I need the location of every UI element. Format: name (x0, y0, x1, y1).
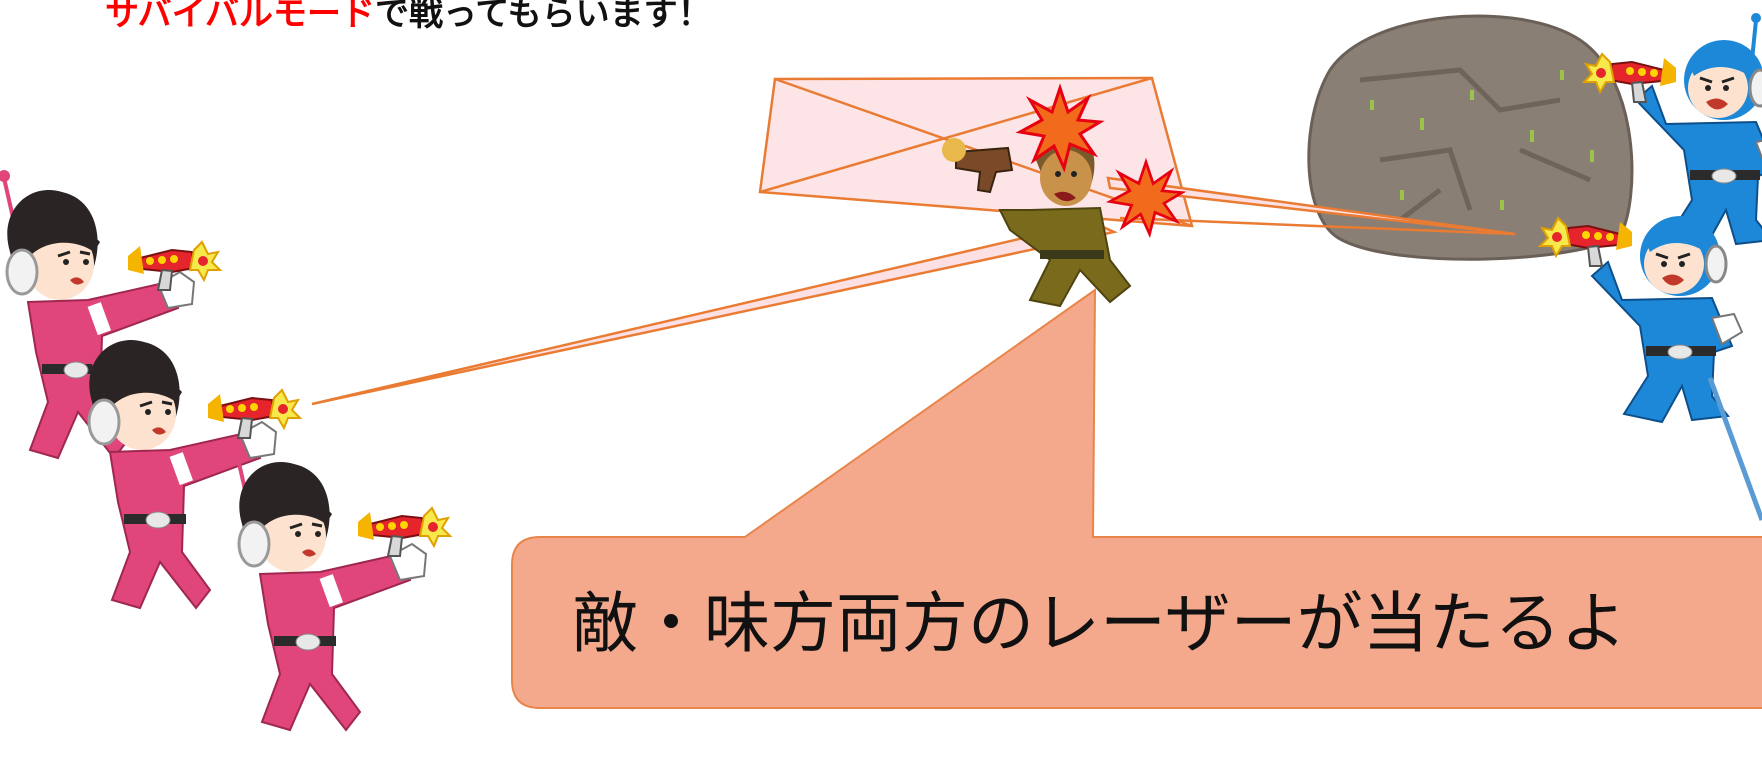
laser-beam-enemy (1106, 176, 1516, 236)
pink-space-girl-icon (228, 440, 428, 732)
callout-text: 敵・味方両方のレーザーが当たるよ (572, 585, 1627, 662)
blue-space-boy-icon (1634, 11, 1762, 248)
headline-highlight: サバイバルモード (105, 0, 375, 34)
callout-bubble (511, 288, 1762, 709)
pointer-line (1707, 377, 1762, 521)
headline: サバイバルモードで戦ってもらいます！ (105, 0, 712, 35)
headline-rest: で戦ってもらいます！ (374, 0, 712, 34)
rock-icon (1307, 14, 1634, 261)
laser-edge-c (1119, 216, 1516, 236)
laser-edge-b (759, 76, 1153, 194)
